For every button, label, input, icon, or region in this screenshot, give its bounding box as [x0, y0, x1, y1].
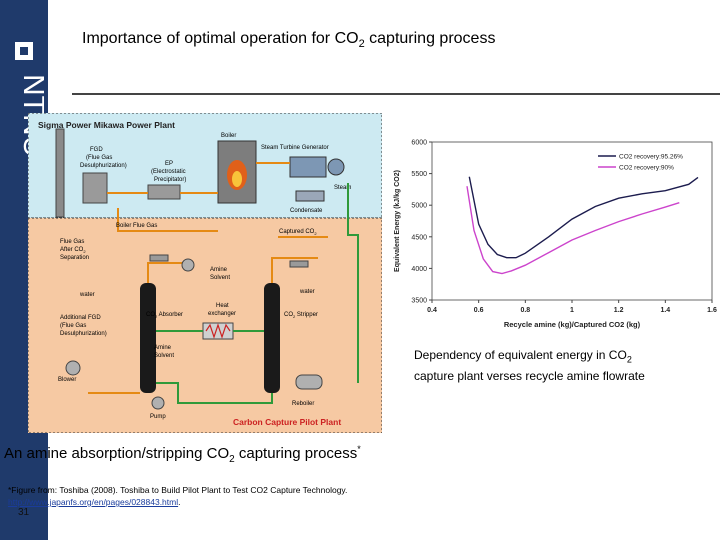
label-boiler-flue-gas: Boiler Flue Gas: [116, 223, 157, 229]
x-axis-label: Recycle amine (kg)/Captured CO2 (kg): [504, 320, 641, 329]
condenser-unit: [295, 190, 325, 202]
label-hx2: exchanger: [208, 311, 236, 317]
flow-stripper-top: [271, 257, 318, 283]
footnote-link[interactable]: http://www.japanfs.org/en/pages/028843.h…: [8, 497, 179, 507]
stripper-column: [264, 283, 280, 393]
amine-pump-top: [181, 258, 195, 272]
label-fgd3: Desulphurization): [80, 163, 127, 169]
flow-absorber-top: [147, 262, 188, 283]
label-stripper: CO2 Stripper: [284, 312, 318, 319]
energy-chart: 0.4 0.6 0.8 1 1.2 1.4 1.6 3500 4000 4500 5000 5500 6…: [394, 140, 717, 330]
flow-steam-reboiler: [347, 183, 359, 383]
label-captured-co2: Captured CO2: [279, 229, 317, 236]
ep-unit: [147, 184, 181, 200]
label-additional-fgd3: Desulphurization): [60, 331, 107, 337]
footnote-after-link: .: [178, 497, 181, 507]
series-line-2: [466, 186, 680, 275]
chart-caption-sub: 2: [626, 354, 632, 365]
label-ep2: (Electrostatic: [151, 169, 186, 175]
chart-caption: Dependency of equivalent energy in CO2 c…: [414, 347, 714, 385]
label-blower: Blower: [58, 377, 76, 383]
chart-caption-line1: Dependency of equivalent energy in CO: [414, 348, 627, 362]
label-stg: Steam Turbine Generator: [261, 145, 329, 151]
process-diagram: Sigma Power Mikawa Power Plant Carbon Ca…: [28, 113, 382, 433]
x-tick-label: 0.4: [427, 307, 437, 314]
pilot-title: Carbon Capture Pilot Plant: [233, 417, 341, 427]
y-tick-label: 3500: [411, 298, 427, 305]
x-tick-label: 0.6: [474, 307, 484, 314]
footnote-line1: *Figure from: Toshiba (2008). Toshiba to…: [8, 485, 348, 495]
x-tick-label: 1.6: [707, 307, 717, 314]
y-tick-label: 4000: [411, 266, 427, 273]
label-absorber: CO2 Absorber: [146, 312, 183, 319]
label-water-left: water: [79, 292, 95, 298]
title-sub: 2: [358, 38, 365, 51]
label-amine-top2: Solvent: [210, 275, 230, 281]
diagram-caption-sup: *: [357, 444, 361, 454]
diagram-caption: An amine absorption/stripping CO2 captur…: [4, 444, 361, 465]
label-amine-bottom: Amine: [154, 345, 172, 351]
label-additional-fgd: Additional FGD: [60, 315, 101, 321]
pump-unit: [151, 396, 165, 410]
absorber-column: [140, 283, 156, 393]
label-flue-gas2: After CO2: [60, 247, 86, 254]
generator-unit: [327, 158, 345, 176]
plant-title: Sigma Power Mikawa Power Plant: [38, 120, 175, 130]
legend-label-1: CO2 recovery:95.26%: [619, 154, 683, 161]
y-tick-label: 5000: [411, 203, 427, 210]
label-fgd: FGD: [90, 147, 103, 153]
label-condensate: Condensate: [290, 208, 323, 214]
diagram-caption-a: An amine absorption/stripping CO: [4, 445, 230, 462]
page-number: 31: [18, 507, 30, 518]
label-flue-gas: Flue Gas: [60, 239, 84, 245]
label-steam: Steam: [334, 185, 351, 191]
title-main: Importance of optimal operation for CO: [82, 30, 359, 47]
reboiler-unit: [295, 374, 323, 390]
cooler-unit: [149, 254, 169, 262]
fgd-unit: [82, 172, 108, 204]
flow-lean-amine: [156, 382, 273, 404]
legend-label-2: CO2 recovery:90%: [619, 165, 674, 172]
separator-unit: [289, 260, 309, 268]
label-ep3: Precipitator): [154, 177, 186, 183]
label-amine-top: Amine: [210, 267, 228, 273]
label-fgd2: (Flue Gas: [86, 155, 112, 161]
label-boiler: Boiler: [221, 133, 236, 139]
label-hx: Heat: [216, 303, 229, 309]
diagram-caption-sub: 2: [229, 454, 235, 465]
y-tick-label: 5500: [411, 171, 427, 178]
label-water-right: water: [299, 289, 315, 295]
x-tick-label: 1.4: [660, 307, 670, 314]
x-tick-label: 0.8: [520, 307, 530, 314]
title-rest: capturing process: [364, 30, 496, 47]
y-axis-label: Equivalent Energy (kJ/kg CO2): [394, 170, 401, 272]
label-pump: Pump: [150, 414, 166, 420]
page-title: Importance of optimal operation for CO2 …: [82, 30, 495, 50]
diagram-caption-b: capturing process: [234, 445, 358, 462]
flow-boiler-flue: [117, 208, 218, 232]
label-flue-gas3: Separation: [60, 255, 89, 261]
label-amine-bottom2: Solvent: [154, 353, 174, 359]
logo-square-inner: [20, 47, 28, 55]
stack: [55, 128, 65, 218]
y-tick-label: 4500: [411, 234, 427, 241]
heat-exchanger-coil: [205, 323, 231, 339]
x-tick-label: 1: [570, 307, 574, 314]
series-line-1: [468, 176, 699, 259]
y-tick-label: 6000: [411, 140, 427, 147]
label-additional-fgd2: (Flue Gas: [60, 323, 86, 329]
title-divider: [72, 93, 720, 95]
x-tick-label: 1.2: [614, 307, 624, 314]
label-reboiler: Reboiler: [292, 401, 314, 407]
boiler-flame-core: [232, 171, 242, 187]
footnote: *Figure from: Toshiba (2008). Toshiba to…: [8, 484, 347, 508]
blower-unit: [65, 360, 81, 376]
label-ep: EP: [165, 161, 173, 167]
chart-caption-line2: capture plant verses recycle amine flowr…: [414, 369, 645, 384]
turbine-unit: [289, 156, 327, 178]
